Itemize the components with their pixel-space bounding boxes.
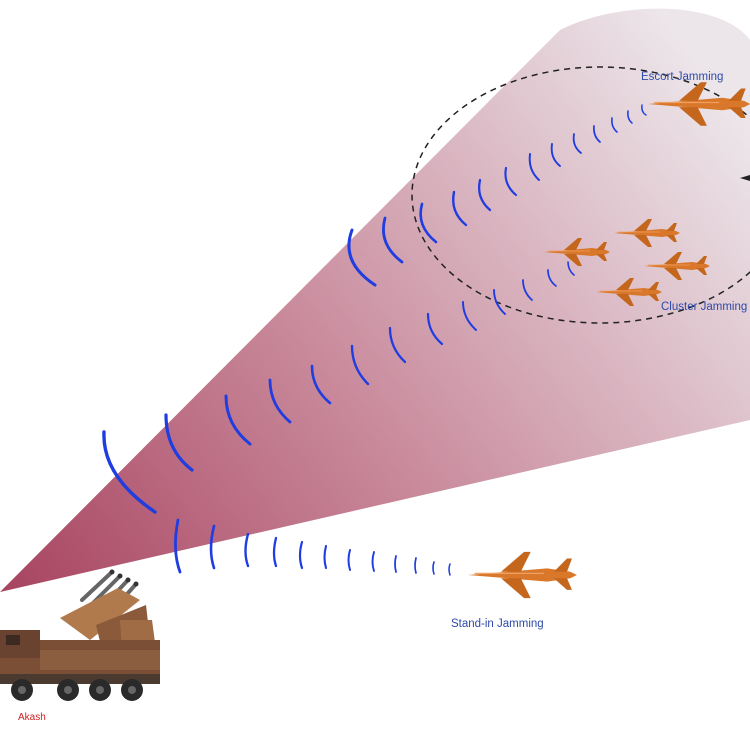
missile-launcher-icon [0,569,160,701]
radar-wave-icon [102,261,575,514]
cluster-jamming-label: Cluster Jamming [661,301,748,313]
aircraft-icon [740,175,750,181]
escort-jamming-label: Escort Jamming [641,71,724,83]
radar-wave-icon [174,518,451,576]
aircraft-icon [467,551,578,599]
radar-wave-icon [347,104,647,287]
stand-in-jamming-label: Stand-in Jamming [451,618,544,630]
radar-beam [0,8,750,593]
launcher-label: Akash [18,712,46,723]
jamming-zone-ellipse [411,66,750,324]
